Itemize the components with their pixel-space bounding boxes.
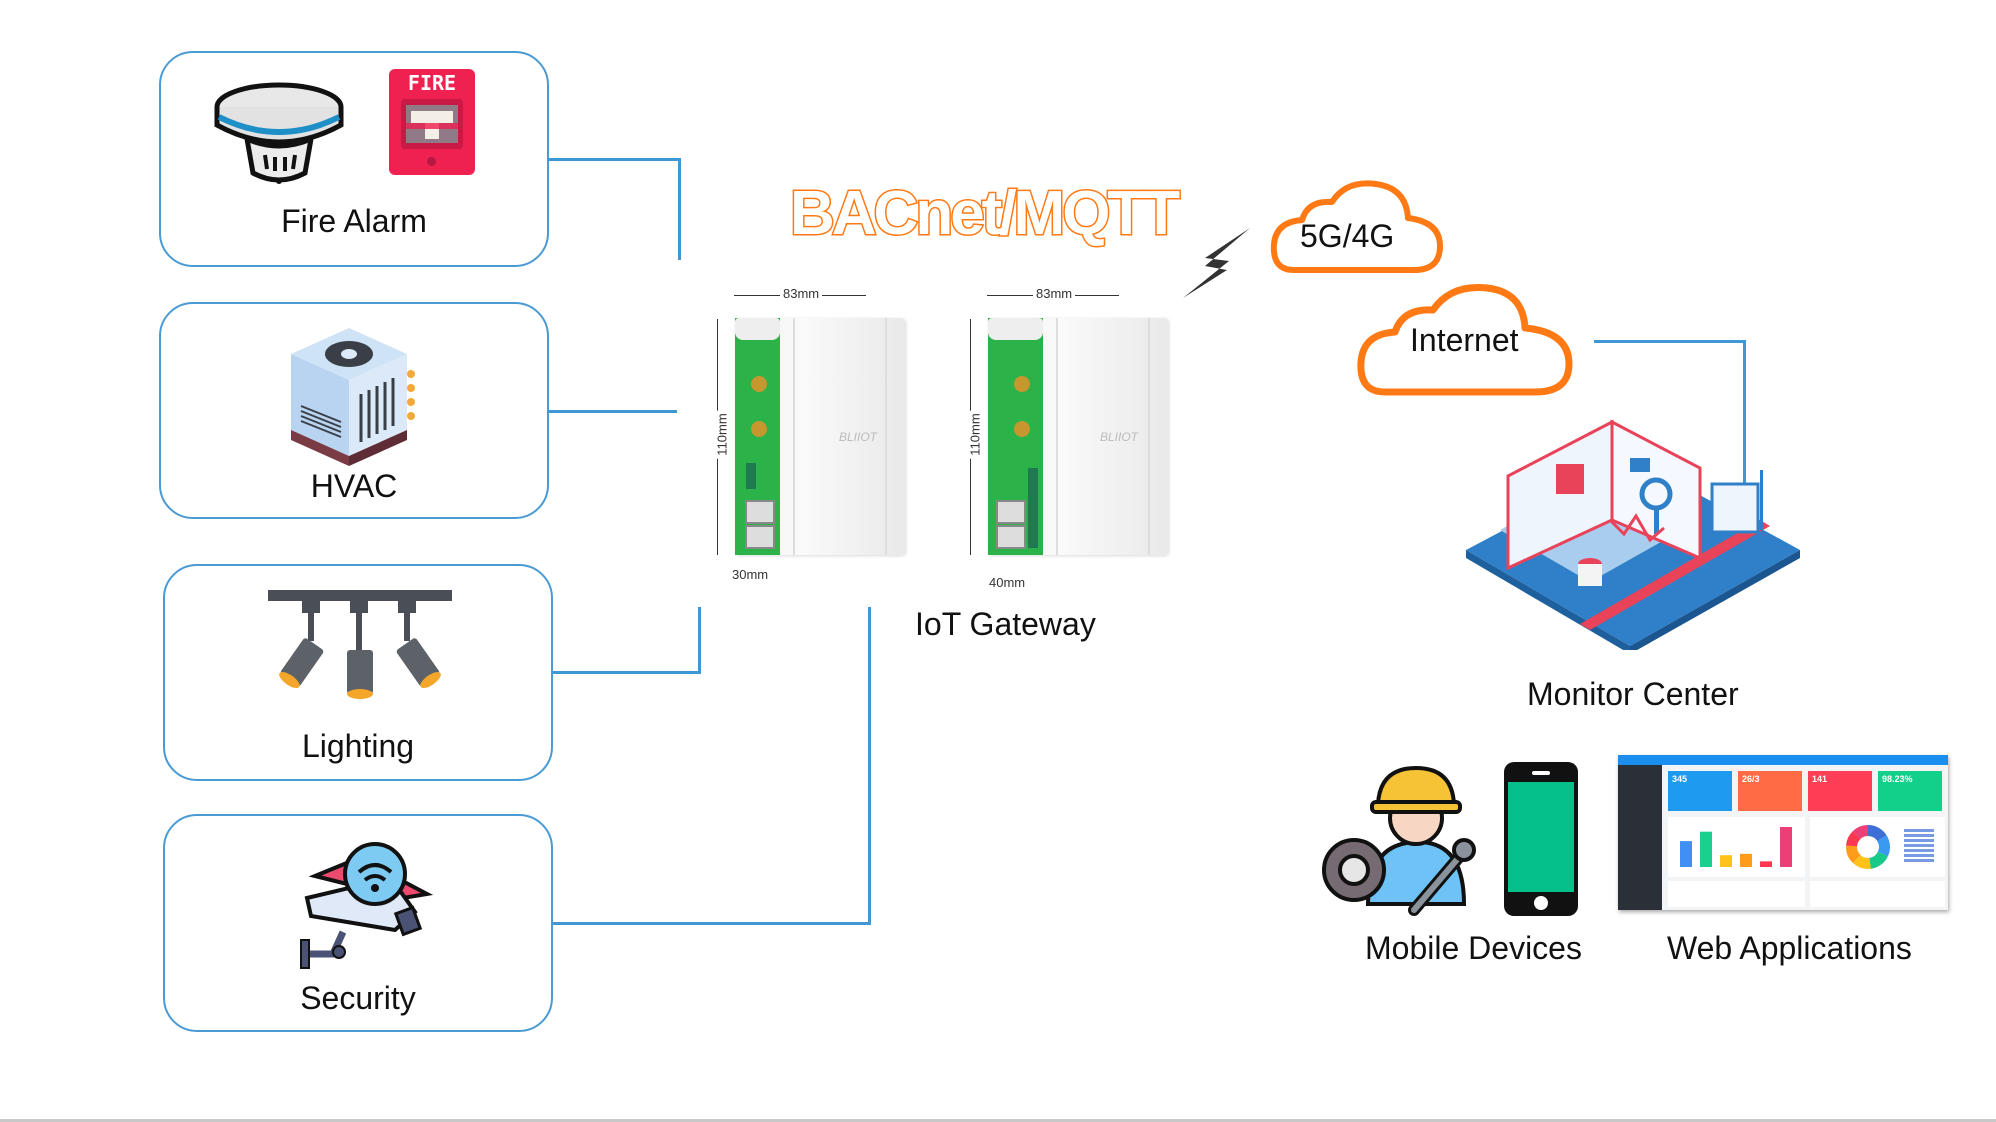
- dashboard-donut-chart: [1846, 825, 1890, 869]
- dashboard-stat-card: 345: [1668, 771, 1732, 811]
- dashboard-stat-card: 98.23%: [1878, 771, 1942, 811]
- dashboard-stat-value: 98.23%: [1882, 774, 1913, 784]
- device-label-fire-alarm: Fire Alarm: [281, 203, 427, 239]
- mobile-phone-icon: [1504, 762, 1578, 916]
- wire-fire-alarm-horizontal: [549, 158, 680, 161]
- gateway-2-brand: BLIIOT: [1100, 430, 1139, 444]
- gateway-2-body: BLIIOT: [988, 318, 1168, 555]
- device-label-lighting: Lighting: [301, 728, 415, 764]
- security-camera-icon: [300, 842, 433, 969]
- dashboard-stat-value: 345: [1672, 774, 1688, 784]
- gateway-1-body: BLIIOT: [735, 318, 905, 555]
- gateway-1-width-dimension: 83mm: [780, 286, 823, 301]
- monitor-center-illustration: [1466, 419, 1800, 650]
- internet-cloud-label: Internet: [1410, 322, 1519, 358]
- gateway-2-depth-dimension: 40mm: [989, 575, 1026, 590]
- dashboard-bar-chart: [1680, 827, 1792, 867]
- dashboard-bar: [1720, 855, 1732, 867]
- wire-fire-alarm-vertical: [678, 158, 681, 260]
- dashboard-donut-slice: [1846, 845, 1861, 864]
- device-label-hvac: HVAC: [310, 468, 398, 504]
- gateway-2-width-dimension: 83mm: [1033, 286, 1076, 301]
- technician-icon: [1322, 765, 1476, 916]
- fire-alarm-pull-station-icon: FIRE: [389, 69, 475, 175]
- wire-internet-vertical: [1743, 340, 1746, 558]
- wire-lighting-vertical: [698, 607, 701, 674]
- track-lighting-icon: [268, 590, 452, 699]
- dashboard-stat-card: 141: [1808, 771, 1872, 811]
- wire-internet-horizontal: [1594, 340, 1745, 343]
- smoke-detector-icon: [214, 82, 344, 184]
- wire-security-vertical: [868, 607, 871, 925]
- dashboard-donut-slice: [1877, 835, 1890, 857]
- dashboard-donut-slice: [1852, 825, 1868, 839]
- wire-security-horizontal: [553, 922, 870, 925]
- fire-sign-text: FIRE: [407, 71, 457, 95]
- mobile-devices-label: Mobile Devices: [1365, 930, 1582, 966]
- cellular-cloud-icon: [1270, 180, 1443, 273]
- dashboard-bar: [1760, 861, 1772, 867]
- cellular-cloud-label: 5G/4G: [1300, 218, 1395, 254]
- device-box-hvac: HVAC: [159, 302, 549, 519]
- gateway-unit-2: 83mm 110mm BLIIOT 40mm: [965, 285, 1168, 595]
- gateway-1-depth-dimension: 30mm: [732, 567, 769, 582]
- dashboard-bar: [1740, 853, 1752, 867]
- device-box-security: Security: [163, 814, 553, 1032]
- wireless-lightning-icon: [1183, 228, 1250, 298]
- dashboard-donut-slice: [1852, 855, 1871, 869]
- bottom-border: [0, 1119, 1996, 1122]
- web-applications-label: Web Applications: [1667, 930, 1912, 966]
- dashboard-bar: [1700, 831, 1712, 867]
- dashboard-stat-value: 141: [1812, 774, 1828, 784]
- dashboard-donut-slice: [1868, 825, 1887, 842]
- wire-hvac: [549, 410, 677, 413]
- dashboard-donut-slice: [1869, 851, 1888, 869]
- dashboard-donut-slice: [1846, 830, 1861, 847]
- dashboard-stat-value: 26/3: [1742, 774, 1760, 784]
- device-box-lighting: Lighting: [163, 564, 553, 781]
- gateway-unit-1: 83mm 110mm BLIIOT 30mm: [712, 285, 912, 585]
- internet-cloud-icon: [1357, 283, 1573, 396]
- wire-lighting-horizontal: [553, 671, 700, 674]
- protocol-title: BACnet/MQTT: [788, 178, 1181, 250]
- monitor-center-label: Monitor Center: [1527, 676, 1739, 712]
- device-label-security: Security: [300, 980, 416, 1016]
- web-dashboard-preview: 345 26/3 141 98.23%: [1618, 755, 1948, 910]
- gateway-2-height-dimension: 110mm: [967, 410, 983, 459]
- gateway-1-brand: BLIIOT: [839, 430, 878, 444]
- dashboard-stat-card: 26/3: [1738, 771, 1802, 811]
- gateway-label: IoT Gateway: [915, 606, 1096, 642]
- hvac-unit-icon: [291, 328, 415, 466]
- dashboard-bar: [1680, 841, 1692, 867]
- dashboard-bar: [1780, 827, 1792, 867]
- device-box-fire-alarm: FIRE Fire Alarm: [159, 51, 549, 267]
- gateway-1-height-dimension: 110mm: [714, 410, 730, 459]
